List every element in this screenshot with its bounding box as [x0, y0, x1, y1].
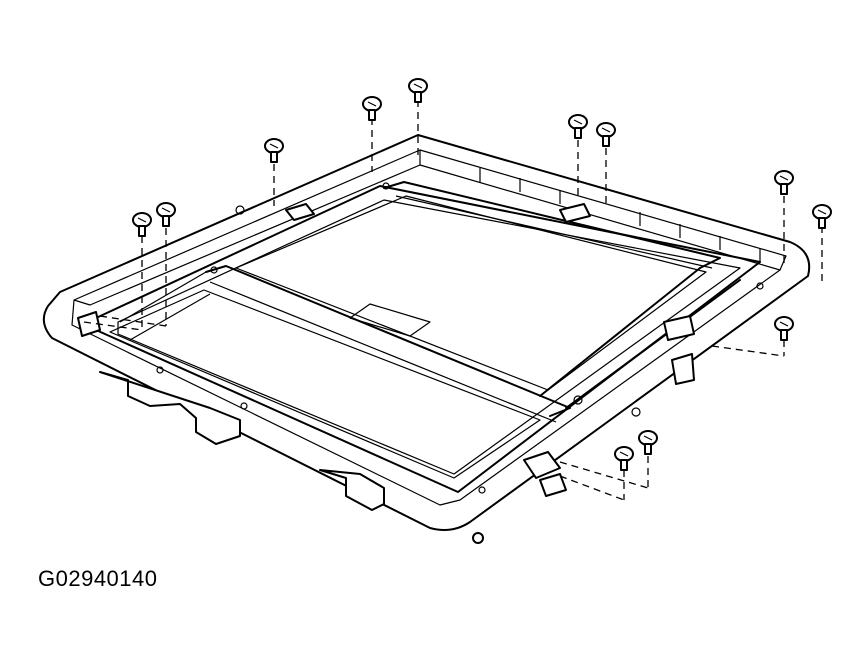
bolt	[408, 78, 428, 103]
glass-panel-label-plate	[349, 303, 431, 337]
right-side-rail	[539, 267, 741, 409]
rear-cross-rail-inner	[395, 195, 713, 269]
flange-center	[319, 469, 385, 511]
bolt	[362, 96, 382, 121]
bracket-rear-left	[285, 203, 315, 221]
glass-panel	[235, 195, 707, 391]
front-opening-outline	[109, 289, 541, 479]
frame-pin-front	[472, 532, 484, 544]
housing-inner-lip	[71, 149, 787, 506]
bolt	[774, 170, 794, 195]
bracket-front-right-2	[539, 473, 567, 497]
bolts	[132, 78, 832, 471]
bracket-right-front	[671, 353, 695, 385]
left-side-rail	[119, 271, 211, 341]
rear-wall-ribs	[479, 168, 761, 262]
bracket-left-corner	[77, 311, 101, 337]
figure-code: G02940140	[38, 566, 158, 591]
glass-panel-outline	[235, 195, 707, 391]
hardware-dots	[156, 182, 764, 494]
sunroof-housing	[42, 134, 811, 531]
front-opening	[109, 289, 541, 479]
front-flanges	[99, 371, 484, 544]
housing-left-wall	[73, 164, 421, 306]
rear-cross-rail	[383, 181, 721, 269]
housing-outer-edge	[42, 134, 811, 531]
bolt	[156, 202, 176, 227]
bolt-guides	[83, 100, 823, 501]
bolt	[264, 138, 284, 163]
bolt	[638, 430, 658, 455]
brackets	[77, 203, 695, 497]
bracket-rear-right	[559, 203, 591, 223]
bolt	[614, 446, 634, 471]
mid-cross-rail-inner	[209, 281, 557, 423]
bolt	[132, 212, 152, 237]
bolt	[812, 204, 832, 229]
bolt	[596, 122, 616, 147]
inner-frame-inner	[117, 199, 741, 475]
inner-frame	[95, 181, 761, 493]
bracket-right-mid	[663, 315, 695, 341]
housing-rear-wall	[419, 150, 781, 271]
bolt	[568, 114, 588, 139]
bolt	[774, 316, 794, 341]
flange-left	[99, 371, 241, 445]
bracket-front-right	[523, 451, 561, 479]
mid-cross-rail	[205, 265, 571, 417]
